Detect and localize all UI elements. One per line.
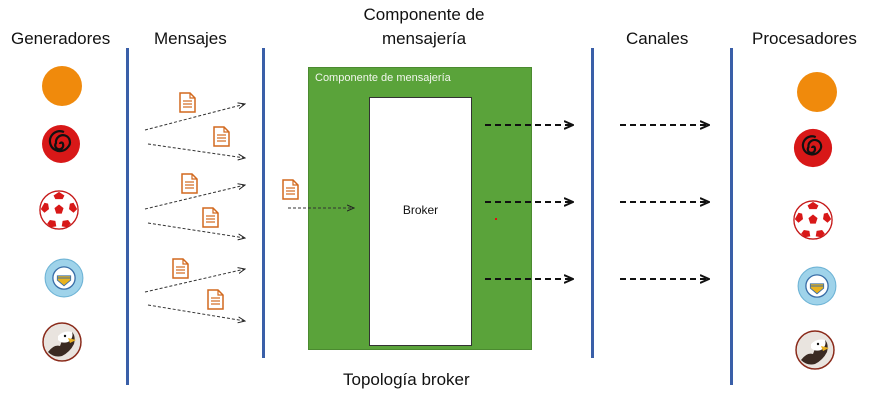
header-generadores: Generadores	[11, 29, 111, 48]
divider-generadores	[126, 48, 129, 385]
header-componente-line1: Componente de	[363, 5, 485, 24]
header-mensajes: Mensajes	[154, 29, 227, 48]
header-canales: Canales	[626, 29, 689, 48]
header-componente-line2: mensajería	[381, 29, 467, 48]
generator-soccer-ball-icon	[39, 190, 79, 230]
message-arrow	[144, 104, 245, 131]
messaging-component-title: Componente de mensajería	[315, 72, 451, 84]
processor-red-spiral-icon	[793, 128, 833, 168]
red-dot	[495, 218, 497, 220]
document-icon	[207, 289, 224, 310]
message-arrow	[144, 185, 245, 210]
message-arrow	[147, 222, 245, 238]
header-componente: Componente de mensajería	[352, 3, 496, 51]
message-arrow	[147, 143, 245, 158]
processor-blue-crest-icon	[797, 266, 837, 306]
divider-procesadores	[730, 48, 733, 385]
document-icon	[213, 126, 230, 147]
processor-orange-circle-icon	[797, 72, 837, 112]
processor-eagle-icon	[795, 330, 835, 370]
diagram-caption: Topología broker	[343, 370, 470, 389]
document-icon	[181, 173, 198, 194]
processor-soccer-ball-icon	[793, 200, 833, 240]
divider-canales	[591, 48, 594, 358]
document-icon	[202, 207, 219, 228]
generator-eagle-icon	[42, 322, 82, 362]
document-icon	[172, 258, 189, 279]
broker-box: Broker	[369, 97, 472, 346]
message-arrow	[147, 304, 245, 321]
document-icon	[179, 92, 196, 113]
messaging-component: Componente de mensajería Broker	[308, 67, 532, 350]
broker-label: Broker	[402, 203, 439, 217]
message-arrow	[144, 269, 245, 293]
generator-blue-crest-icon	[44, 258, 84, 298]
generator-orange-circle-icon	[42, 66, 82, 106]
document-icon	[282, 179, 299, 200]
divider-mensajes	[262, 48, 265, 358]
header-procesadores: Procesadores	[752, 29, 857, 48]
generator-red-spiral-icon	[42, 125, 80, 163]
